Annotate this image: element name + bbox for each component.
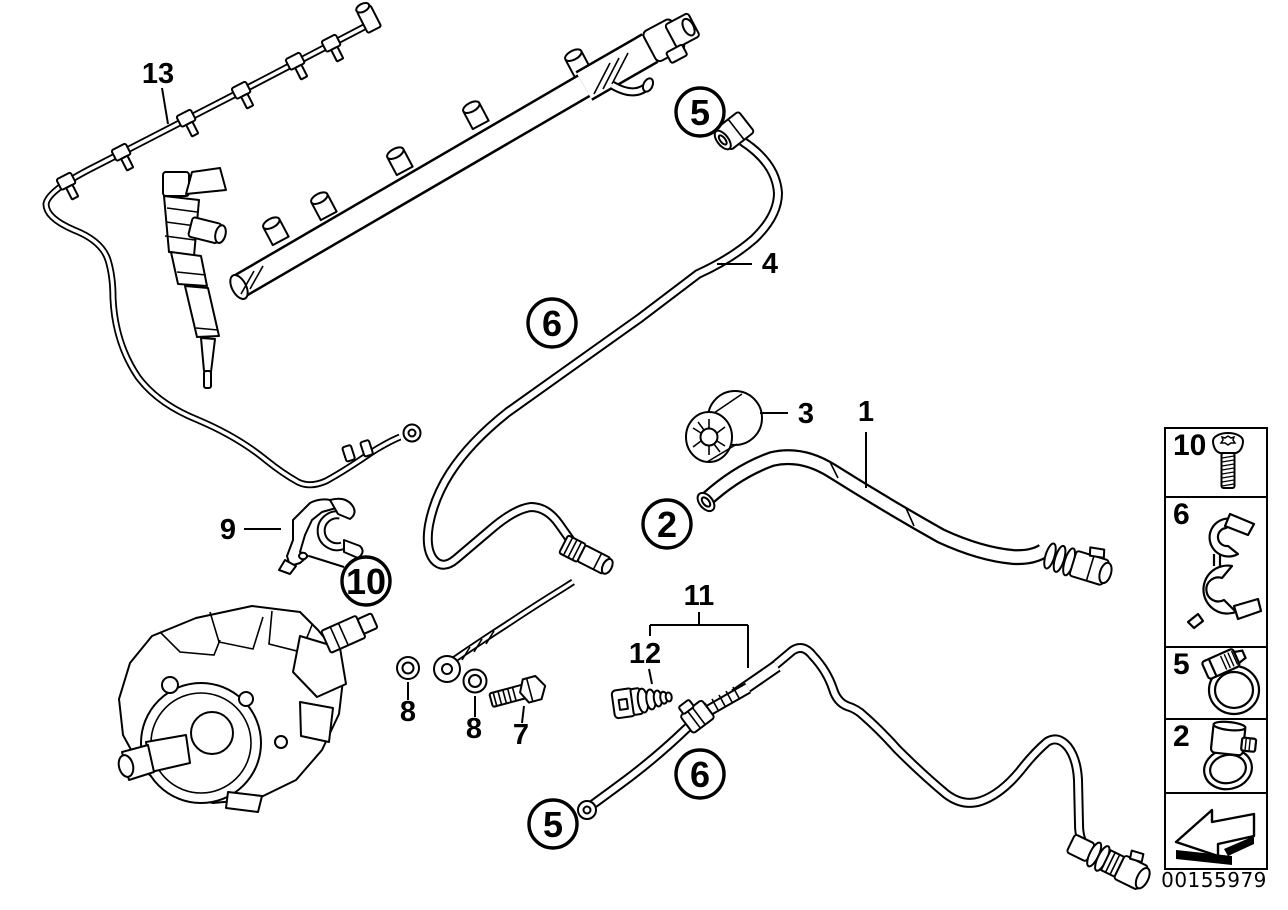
rail-return-stub xyxy=(609,77,655,97)
sealing-washer-8b xyxy=(462,668,488,694)
injector-return-port xyxy=(187,216,227,244)
label-4[interactable]: 4 xyxy=(762,248,778,280)
legend-row-label: 5 xyxy=(1173,648,1190,681)
line11-tee-fitting xyxy=(678,699,715,734)
banjo-eyelet-end xyxy=(402,423,422,443)
svg-text:10: 10 xyxy=(346,561,386,602)
rail-port xyxy=(310,191,338,222)
svg-text:2: 2 xyxy=(657,504,677,545)
legend-row-screw[interactable]: 10 xyxy=(1164,427,1268,498)
hose-clamp-icon xyxy=(1203,720,1258,791)
fuel-injector xyxy=(162,167,227,389)
callout-6-upper[interactable]: 6 xyxy=(526,297,578,349)
circled-callouts: 5 6 2 10 5 6 xyxy=(340,86,726,850)
rail-port xyxy=(462,100,490,131)
legend-sidebar: 10 6 xyxy=(1164,427,1268,870)
svg-text:5: 5 xyxy=(543,804,563,845)
line-clip xyxy=(284,51,308,81)
svg-text:6: 6 xyxy=(690,754,710,795)
svg-text:6: 6 xyxy=(542,303,562,344)
banjo-bolt-7 xyxy=(488,675,547,708)
return-hose-4 xyxy=(422,111,783,575)
leak-line-13 xyxy=(42,1,422,489)
fuel-rail xyxy=(229,12,700,300)
label-9[interactable]: 9 xyxy=(220,514,236,546)
leader-lines xyxy=(161,87,867,724)
fuel-hose-1 xyxy=(696,449,1113,586)
rail-port xyxy=(262,216,290,247)
rail-port xyxy=(386,146,414,177)
line-clip xyxy=(230,80,254,110)
label-13[interactable]: 13 xyxy=(142,58,174,90)
legend-row-clamp-2[interactable]: 2 xyxy=(1164,718,1268,794)
high-pressure-pump xyxy=(117,605,379,813)
line-end-fitting xyxy=(355,1,382,34)
banjo-eyelet xyxy=(433,655,461,683)
line-sleeve xyxy=(341,439,374,463)
legend-row-label: 10 xyxy=(1173,429,1207,462)
legend-row-clip[interactable]: 6 xyxy=(1164,496,1268,648)
line11-quick-connector xyxy=(1066,834,1151,890)
callout-5-bottom[interactable]: 5 xyxy=(527,798,579,850)
pressure-sensor-12 xyxy=(610,687,673,720)
label-7[interactable]: 7 xyxy=(513,719,529,751)
label-12[interactable]: 12 xyxy=(629,638,661,670)
legend-row-direction[interactable] xyxy=(1164,792,1268,870)
drawing-number: 00155979 xyxy=(1161,868,1267,892)
ring-end xyxy=(577,800,597,820)
label-1[interactable]: 1 xyxy=(858,396,874,428)
label-8b[interactable]: 8 xyxy=(466,713,482,745)
mount-splines xyxy=(692,419,726,455)
torx-screw-icon xyxy=(1212,432,1244,489)
rubber-mount-3 xyxy=(685,390,763,463)
hose4-quick-connector xyxy=(713,111,755,151)
part-labels: 13 4 3 1 9 11 12 8 8 7 xyxy=(142,58,874,751)
line11-sleeve xyxy=(703,660,781,718)
label-11[interactable]: 11 xyxy=(684,580,715,612)
legend-row-clamp-5[interactable]: 5 xyxy=(1164,646,1268,720)
sealing-washer-8a xyxy=(396,656,420,680)
line-clip xyxy=(320,33,344,63)
line-clip xyxy=(55,171,79,201)
hose1-quick-connector xyxy=(1043,542,1113,586)
hose-clamp-icon xyxy=(1201,648,1261,716)
pump-feed-pipe xyxy=(433,579,575,683)
direction-arrow-icon xyxy=(1174,808,1256,865)
callout-5-top[interactable]: 5 xyxy=(674,86,726,138)
label-8a[interactable]: 8 xyxy=(400,696,416,728)
line-clip xyxy=(110,142,134,172)
legend-row-label: 2 xyxy=(1173,720,1190,753)
fuel-line-11 xyxy=(577,642,1151,890)
pump-drive-stub xyxy=(320,612,379,654)
callout-6-lower[interactable]: 6 xyxy=(674,748,726,800)
label-11-bracket xyxy=(649,612,749,668)
rail-pressure-sensor xyxy=(642,12,700,64)
callout-2[interactable]: 2 xyxy=(641,498,693,550)
pipe-clip-icon xyxy=(1186,512,1263,630)
label-3[interactable]: 3 xyxy=(798,398,814,430)
legend-row-label: 6 xyxy=(1173,498,1190,531)
svg-text:5: 5 xyxy=(690,92,710,133)
hose4-end-fitting xyxy=(558,534,614,575)
pump-shaft xyxy=(117,734,191,781)
callout-10[interactable]: 10 xyxy=(340,555,392,607)
line-clip xyxy=(175,108,199,138)
